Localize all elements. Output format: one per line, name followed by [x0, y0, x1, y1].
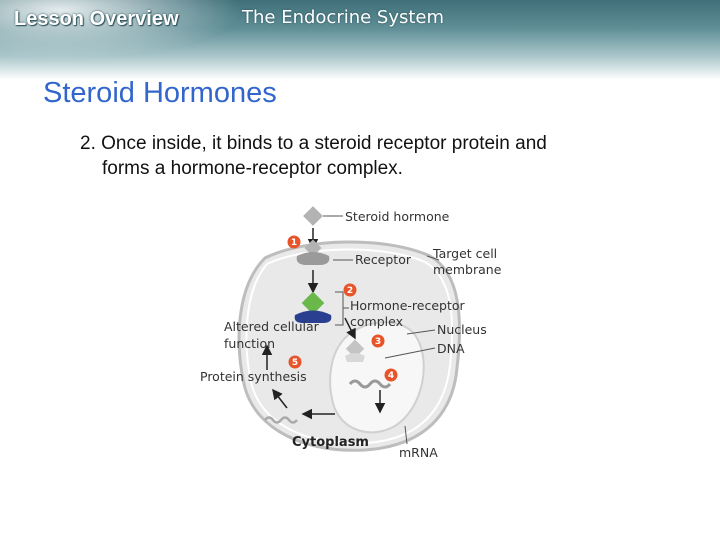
label-protein-synthesis: Protein synthesis: [200, 369, 307, 384]
label-altered-cellular: Altered cellular: [224, 319, 320, 334]
header-banner: Lesson Overview The Endocrine System: [0, 0, 720, 80]
body-text-line-2: forms a hormone-receptor complex.: [102, 158, 403, 179]
svg-text:3: 3: [375, 337, 381, 347]
steroid-hormone-shape: [303, 206, 323, 226]
body-text-line-1: 2. Once inside, it binds to a steroid re…: [80, 133, 547, 154]
mrna-shape: [264, 416, 298, 424]
receptor-shape: [296, 252, 330, 265]
dna-shape: [348, 379, 392, 389]
body-text: 2. Once inside, it binds to a steroid re…: [80, 131, 680, 181]
step-badge-4: 4: [384, 368, 398, 382]
label-cytoplasm: Cytoplasm: [292, 435, 369, 450]
step-badge-1: 1: [287, 235, 301, 249]
label-receptor: Receptor: [355, 252, 412, 267]
label-nucleus: Nucleus: [437, 322, 487, 337]
label-function: function: [224, 336, 275, 351]
label-target-cell-1: Target cell: [432, 246, 497, 261]
step-badge-2: 2: [343, 283, 357, 297]
label-hormone-receptor-1: Hormone-receptor: [350, 298, 466, 313]
lesson-overview-title: Lesson Overview: [14, 8, 179, 30]
step-badge-5: 5: [288, 355, 302, 369]
step-badge-3: 3: [371, 334, 385, 348]
svg-text:5: 5: [292, 358, 298, 368]
label-steroid-hormone: Steroid hormone: [345, 209, 450, 224]
label-dna: DNA: [437, 341, 465, 356]
label-mrna: mRNA: [399, 445, 438, 460]
svg-text:1: 1: [291, 238, 297, 248]
slide-title: Steroid Hormones: [43, 77, 277, 109]
label-hormone-receptor-2: complex: [350, 314, 403, 329]
svg-text:2: 2: [347, 286, 353, 296]
label-target-cell-2: membrane: [433, 262, 502, 277]
lesson-subtitle: The Endocrine System: [242, 7, 445, 28]
svg-text:4: 4: [388, 371, 394, 381]
steroid-hormone-diagram: 1 2 3 4 5 Steroid hormone Receptor Targe…: [200, 206, 502, 460]
